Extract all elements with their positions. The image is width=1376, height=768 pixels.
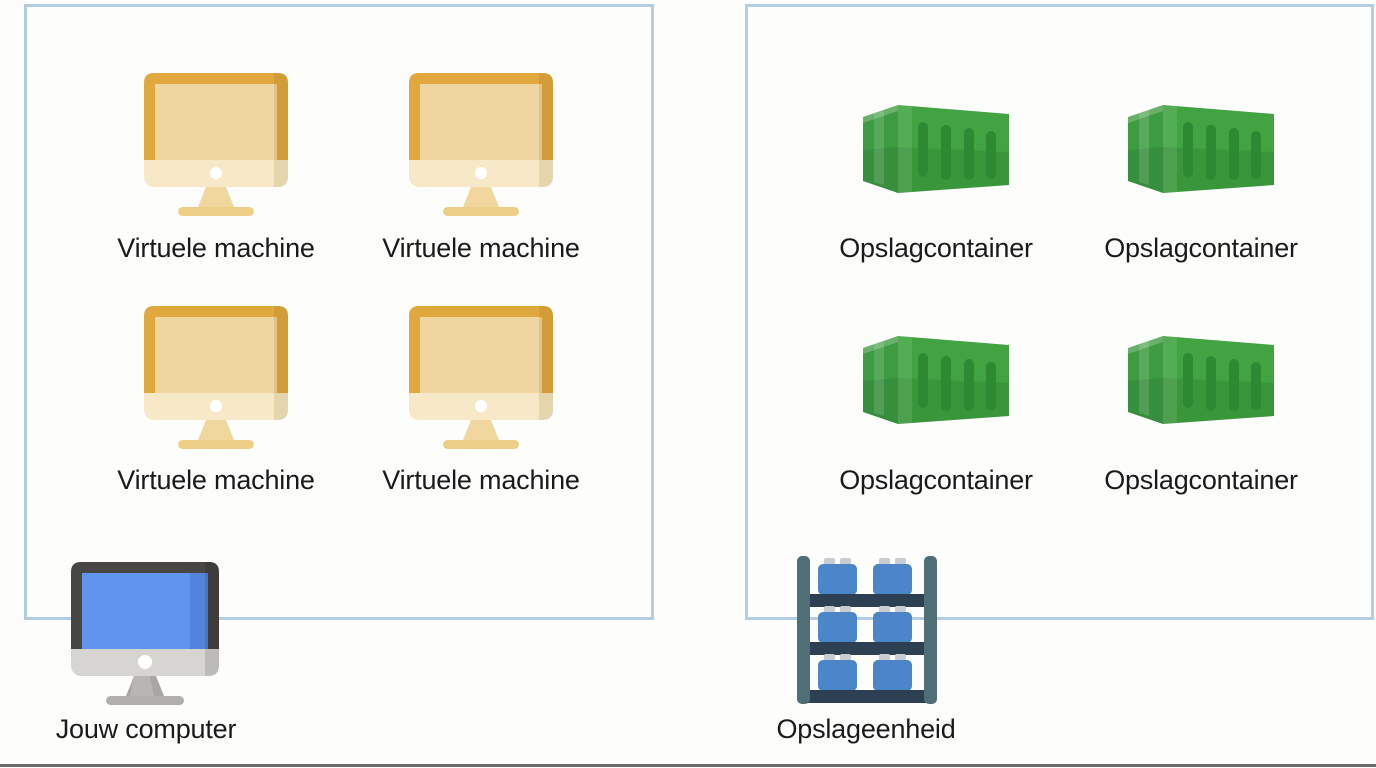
virtual-machine-label: Virtuele machine — [382, 233, 580, 263]
storage-container-label: Opslagcontainer — [839, 233, 1033, 263]
storage-container-icon — [863, 105, 1009, 193]
storage-unit-label: Opslageenheid — [776, 714, 956, 744]
virtual-machine-label: Virtuele machine — [117, 233, 315, 263]
virtual-machine-icon — [144, 306, 288, 449]
storage-rack-icon — [797, 556, 937, 704]
storage-containers-box — [745, 4, 1374, 620]
storage-container-icon — [1128, 336, 1274, 424]
storage-container-label: Opslagcontainer — [1104, 465, 1298, 495]
desktop-computer-icon — [71, 562, 219, 705]
virtual-machine-icon — [409, 73, 553, 216]
storage-container-icon — [1128, 105, 1274, 193]
storage-container-label: Opslagcontainer — [1104, 233, 1298, 263]
storage-container-icon — [863, 336, 1009, 424]
bottom-edge-line — [0, 764, 1376, 767]
storage-container-label: Opslagcontainer — [839, 465, 1033, 495]
virtual-machines-box — [24, 4, 654, 620]
virtual-machine-icon — [144, 73, 288, 216]
virtual-machine-icon — [409, 306, 553, 449]
virtual-machine-label: Virtuele machine — [117, 465, 315, 495]
your-computer-label: Jouw computer — [55, 714, 237, 744]
virtual-machine-label: Virtuele machine — [382, 465, 580, 495]
